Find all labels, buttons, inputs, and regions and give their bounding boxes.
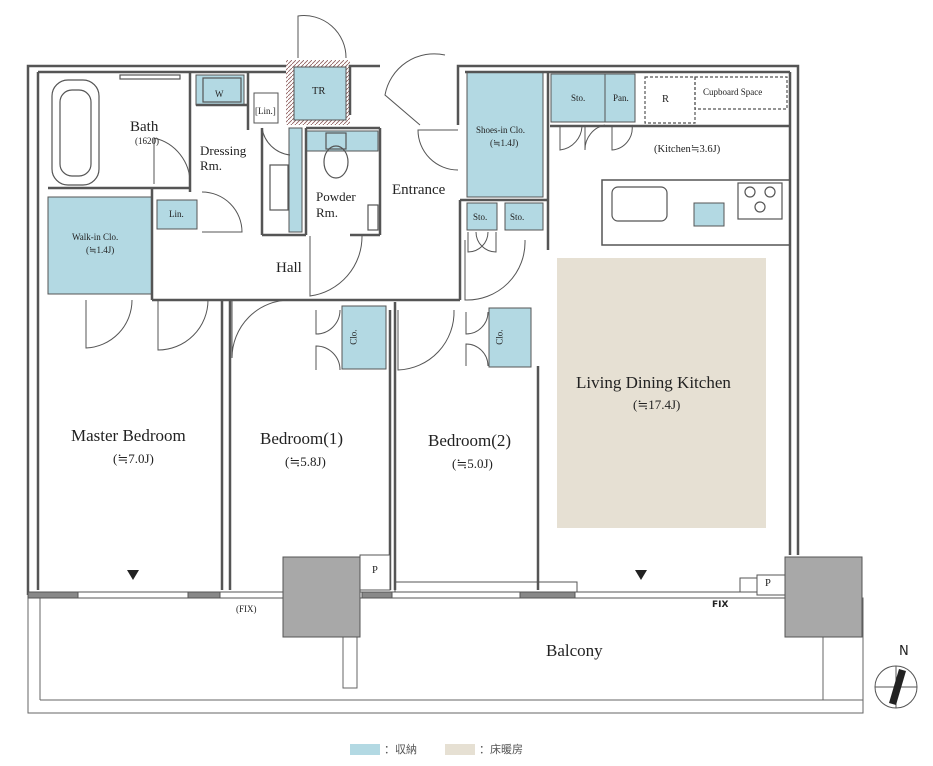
bedroom2-label-1: Bedroom(2) [428, 431, 512, 450]
legend-floor-heating-swatch [445, 743, 475, 755]
pipe-space-1 [359, 554, 391, 591]
closet-label-1: Clo. [348, 329, 359, 345]
kitchen-label: (Kitchen≒3.6J) [654, 144, 721, 155]
dressing-label-2: Rm. [200, 158, 223, 173]
doors [85, 15, 633, 371]
storage-label-3: Sto. [510, 212, 525, 222]
walkin-clo-label-1: Walk-in Clo. [72, 232, 119, 242]
window-marker-master [127, 570, 139, 580]
compass-label: N [899, 644, 909, 659]
column-left [282, 556, 361, 638]
pantry-label: Pan. [613, 93, 629, 103]
legend-floor-heating: ：床暖房 [445, 742, 523, 756]
pipe-space-label-1: P [372, 565, 378, 576]
shoes-clo-label-2: (≒1.4J) [490, 138, 519, 148]
legend-floor-heating-text: ：床暖房 [479, 743, 523, 756]
tr-box [293, 66, 347, 121]
storage-label-2: Sto. [473, 212, 488, 222]
entrance-label: Entrance [392, 182, 446, 198]
shoes-clo-label-1: Shoes-in Clo. [476, 125, 526, 135]
column-right [784, 556, 863, 638]
bedroom1-label-2: (≒5.8J) [285, 454, 326, 469]
refrigerator-label: R [662, 94, 670, 105]
fix-window-label-1: (FIX) [236, 604, 257, 614]
storage-areas [47, 65, 725, 370]
master-bedroom-label-2: (≒7.0J) [113, 451, 154, 466]
bath-size-label: (1620) [135, 136, 159, 146]
closet-label-2: Clo. [494, 329, 505, 345]
powder-label-1: Powder [316, 189, 356, 204]
bedroom2-label-2: (≒5.0J) [452, 456, 493, 471]
window-line [27, 577, 790, 599]
bath-label: Bath [130, 119, 159, 135]
bedroom1-label-1: Bedroom(1) [260, 429, 344, 448]
pipe-space-2 [756, 574, 786, 596]
fixtures [51, 74, 788, 231]
legend-storage: ：収納 [350, 742, 417, 756]
balcony-label: Balcony [546, 641, 603, 660]
tr-label: TR [312, 86, 326, 97]
north-arrow-icon [874, 665, 918, 709]
legend-storage-swatch [350, 743, 380, 755]
linen-lower-label: Lin. [169, 209, 184, 219]
storage-label-1: Sto. [571, 93, 586, 103]
dressing-label-1: Dressing [200, 143, 247, 158]
powder-label-2: Rm. [316, 205, 339, 220]
floor-heating-area [557, 258, 766, 528]
fix-window-label-2: FIX [712, 600, 729, 610]
master-bedroom-label-1: Master Bedroom [71, 426, 186, 445]
ldk-label-2: (≒17.4J) [633, 397, 681, 412]
balcony-area [27, 597, 864, 714]
ldk-label-1: Living Dining Kitchen [576, 373, 731, 392]
pipe-space-label-2: P [765, 578, 771, 589]
linen-upper-label: [Lin.] [255, 106, 276, 116]
legend-storage-text: ：収納 [384, 743, 417, 756]
walkin-clo-label-2: (≒1.4J) [86, 245, 115, 255]
cupboard-space-label: Cupboard Space [703, 87, 763, 97]
walls [26, 64, 800, 595]
hall-label: Hall [276, 260, 302, 276]
window-marker-ldk [635, 570, 647, 580]
washer-label: W [215, 89, 224, 99]
